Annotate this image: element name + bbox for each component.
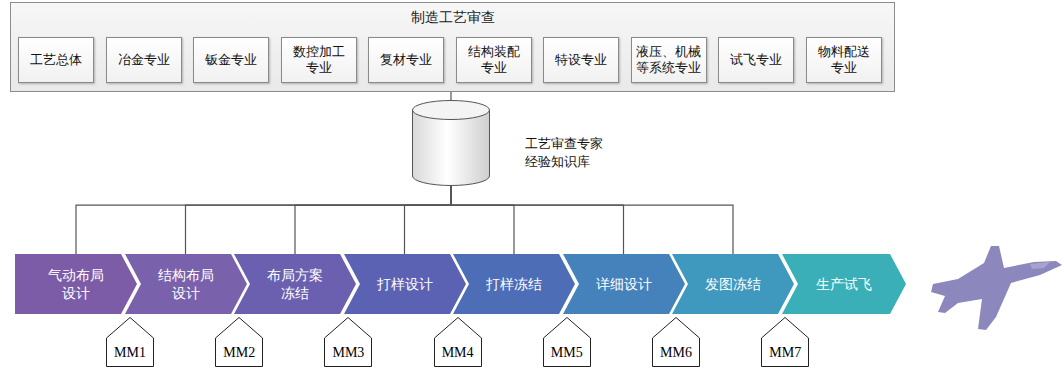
specialty-box: 冶金专业 — [106, 37, 182, 83]
connector-line — [295, 186, 451, 254]
node-label: 生产试飞 — [816, 275, 872, 293]
chevron-shape — [453, 254, 575, 314]
milestone-tag: MM7 — [761, 317, 809, 367]
node-label: MM4 — [442, 345, 474, 361]
milestone-tag: MM6 — [652, 317, 700, 367]
specialty-box: 复材专业 — [368, 37, 444, 83]
specialty-box: 工艺总体 — [18, 37, 94, 83]
node-label: 钣金专业 — [203, 52, 259, 68]
chevron-shape — [234, 254, 356, 314]
chevron-shape — [563, 254, 685, 314]
milestone-tag: MM2 — [215, 317, 263, 367]
node-label: 特设专业 — [553, 52, 609, 68]
specialty-box: 试飞专业 — [718, 37, 794, 83]
specialty-box: 结构装配专业 — [456, 37, 532, 83]
connector-line — [451, 186, 514, 254]
milestone-tag: MM3 — [324, 317, 372, 367]
node-label: MM1 — [114, 345, 146, 361]
pentagon-shape — [762, 318, 809, 367]
node-label: 物料配送专业 — [816, 44, 872, 77]
pentagon-shape — [543, 318, 590, 367]
pentagon-shape — [216, 318, 263, 367]
cylinder-body — [413, 110, 490, 185]
specialty-box: 物料配送专业 — [806, 37, 882, 83]
node-label: 详细设计 — [596, 275, 652, 293]
phase-chevron: 打样冻结 — [453, 254, 575, 314]
milestone-tag: MM5 — [543, 317, 591, 367]
connector-line — [451, 186, 733, 254]
specialty-box: 数控加工专业 — [281, 37, 357, 83]
chevron-shape — [782, 254, 906, 314]
chev-outline — [234, 254, 356, 314]
phase-chevron: 生产试飞 — [782, 254, 906, 314]
node-label: 打样设计 — [377, 275, 433, 293]
connector-line — [186, 186, 452, 254]
node-label: 气动布局设计 — [46, 266, 106, 302]
node-label: 打样冻结 — [486, 275, 542, 293]
phase-chevron: 打样设计 — [344, 254, 466, 314]
database-label: 工艺审查专家 经验知识库 — [525, 135, 609, 170]
specialty-box: 特设专业 — [543, 37, 619, 83]
node-label: 试飞专业 — [728, 52, 784, 68]
node-label: MM5 — [551, 345, 583, 361]
cyl-outline — [412, 100, 490, 186]
node-label: MM2 — [223, 345, 255, 361]
node-label: 数控加工专业 — [291, 44, 347, 77]
node-label: MM7 — [769, 345, 801, 361]
cylinder-top — [413, 101, 490, 120]
connector-line — [451, 186, 624, 254]
fighter-jet — [931, 246, 1062, 330]
pentagon-shape — [653, 318, 700, 367]
node-label: 结构装配专业 — [466, 44, 522, 77]
chevron-shape — [344, 254, 466, 314]
chev-outline — [125, 254, 247, 314]
node-label: 液压、机械等系统专业 — [635, 44, 703, 77]
connector-line — [76, 186, 451, 254]
pentagon-shape — [107, 318, 154, 367]
specialty-box: 钣金专业 — [193, 37, 269, 83]
chev-outline — [15, 254, 137, 314]
node-label: 结构布局设计 — [156, 266, 216, 302]
node-label: 冶金专业 — [116, 52, 172, 68]
panel-title: 制造工艺审查 — [11, 3, 894, 27]
phase-chevron: 发图冻结 — [672, 254, 794, 314]
chevron-shape — [15, 254, 137, 314]
milestone-tag: MM1 — [106, 317, 154, 367]
jet-canopy — [1030, 262, 1050, 269]
node-label: 布局方案冻结 — [265, 266, 325, 302]
review-panel: 工艺总体 冶金专业 钣金专业 数控加工专业 复材专业 结构装配专业 特设专业 液压、机械等系统… — [10, 2, 895, 92]
node-label: 发图冻结 — [705, 275, 761, 293]
phase-chevron: 气动布局设计 — [15, 254, 137, 314]
pentagon-shape — [434, 318, 481, 367]
milestone-tag: MM4 — [434, 317, 482, 367]
specialty-box: 液压、机械等系统专业 — [631, 37, 707, 83]
chevron-shape — [125, 254, 247, 314]
phase-chevron: 详细设计 — [563, 254, 685, 314]
node-label: MM3 — [332, 345, 364, 361]
knowledge-base-cylinder: 工艺审查专家 经验知识库 — [412, 100, 490, 186]
node-label: 工艺总体 — [28, 52, 84, 68]
chevron-shape — [672, 254, 794, 314]
phase-chevron: 布局方案冻结 — [234, 254, 356, 314]
pentagon-shape — [325, 318, 372, 367]
node-label: 复材专业 — [378, 52, 434, 68]
phase-chevron: 结构布局设计 — [125, 254, 247, 314]
connector-line — [405, 186, 452, 254]
node-label: MM6 — [660, 345, 692, 361]
connector-line — [450, 92, 451, 100]
